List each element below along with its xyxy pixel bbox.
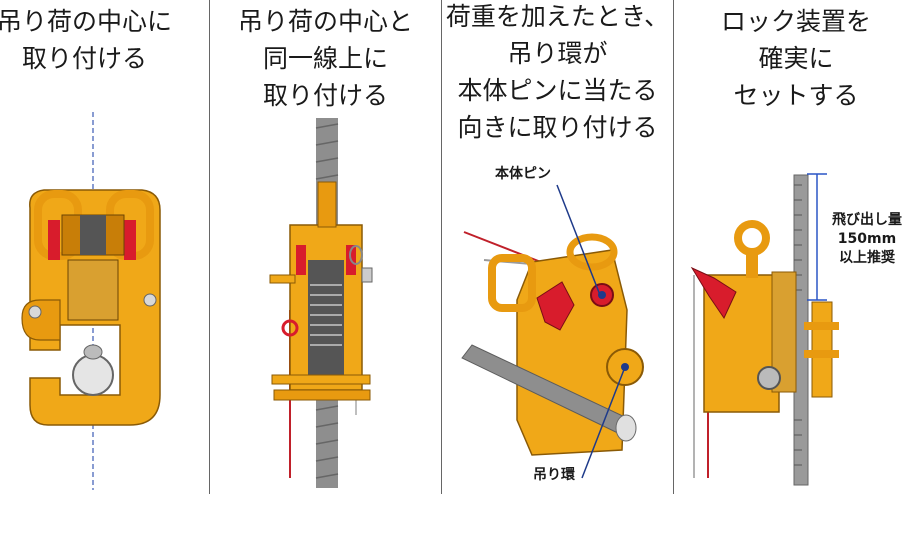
caption-line: 吊り荷の中心と bbox=[237, 7, 413, 36]
clamp-locked-illustration bbox=[690, 173, 839, 486]
projection-line: 以上推奨 bbox=[839, 250, 895, 266]
projection-note: 飛び出し量 150mm 以上推奨 bbox=[832, 211, 902, 268]
panel-same-line: 吊り荷の中心と 同一線上に 取り付ける bbox=[210, 0, 441, 549]
caption-line: 確実に bbox=[758, 44, 834, 73]
panel-center-of-load: 吊り荷の中心に 取り付ける bbox=[0, 0, 209, 549]
panel-caption: ロック装置を 確実に セットする bbox=[674, 3, 918, 114]
projection-line: 飛び出し量 bbox=[832, 212, 902, 228]
caption-line: 荷重を加えたとき、 bbox=[445, 2, 670, 31]
panel-lock-device: ロック装置を 確実に セットする bbox=[674, 0, 918, 549]
caption-line: 本体ピンに当たる bbox=[457, 76, 658, 105]
panel-caption: 吊り荷の中心と 同一線上に 取り付ける bbox=[210, 3, 441, 114]
projection-line: 150mm bbox=[837, 231, 897, 247]
caption-line: 取り付ける bbox=[262, 81, 388, 110]
clamp-angled-illustration bbox=[461, 184, 644, 479]
panel-divider bbox=[673, 0, 674, 494]
caption-line: 取り付ける bbox=[21, 44, 147, 73]
panel-caption: 吊り荷の中心に 取り付ける bbox=[0, 3, 209, 77]
clamp-front-illustration bbox=[21, 112, 161, 490]
panel-caption: 荷重を加えたとき、 吊り環が 本体ピンに当たる 向きに取り付ける bbox=[442, 0, 673, 146]
clamp-on-rebar-illustration bbox=[269, 118, 373, 488]
caption-line: ロック装置を bbox=[720, 7, 871, 36]
panel-divider bbox=[209, 0, 210, 494]
callout-lifting-ring: 吊り環 bbox=[533, 467, 575, 483]
callout-body-pin: 本体ピン bbox=[495, 166, 551, 182]
caption-line: セットする bbox=[733, 81, 859, 110]
caption-line: 吊り荷の中心に bbox=[0, 7, 172, 36]
caption-line: 向きに取り付ける bbox=[457, 113, 658, 142]
panel-ring-direction: 荷重を加えたとき、 吊り環が 本体ピンに当たる 向きに取り付ける 本体ピン 吊り… bbox=[442, 0, 673, 549]
caption-line: 吊り環が bbox=[507, 39, 608, 68]
panel-divider bbox=[441, 0, 442, 494]
caption-line: 同一線上に bbox=[262, 44, 388, 73]
